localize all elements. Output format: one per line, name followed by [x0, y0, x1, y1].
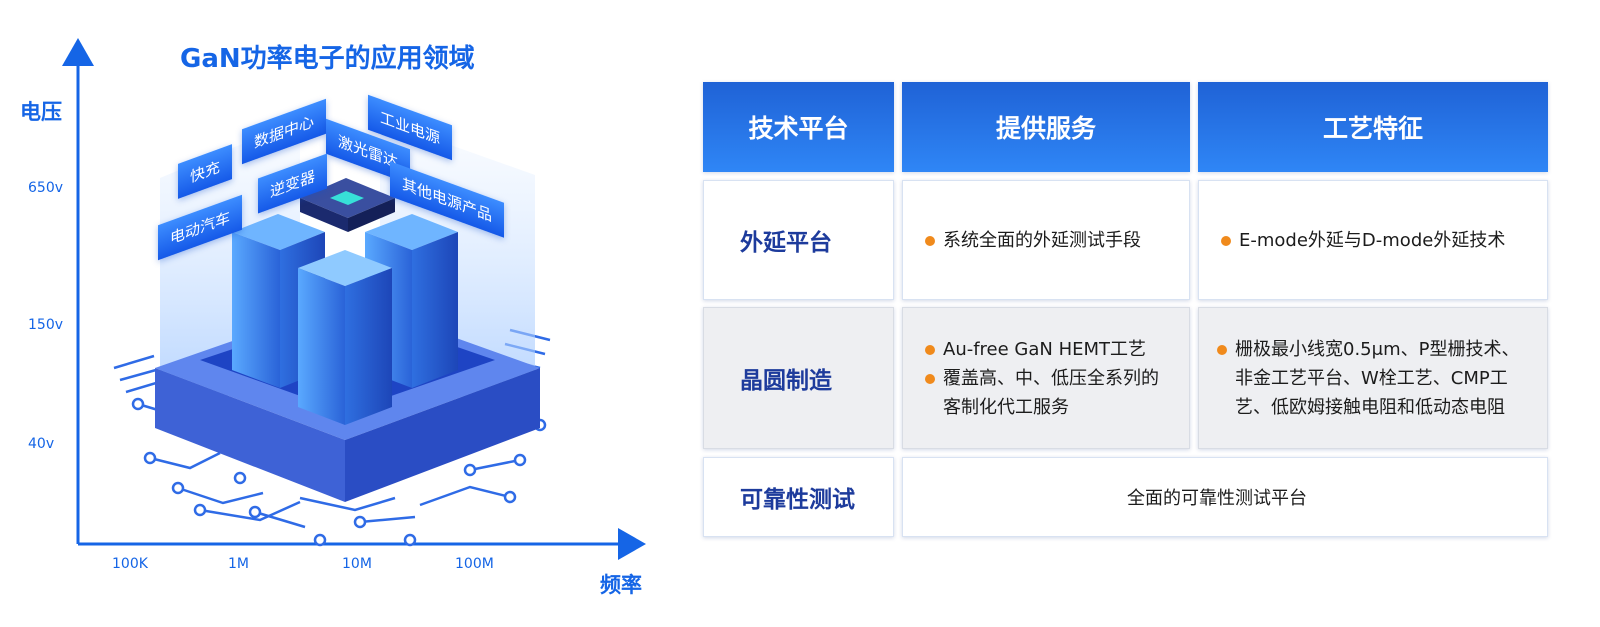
- bullet-item: 系统全面的外延测试手段: [925, 226, 1141, 255]
- x-axis-label: 频率: [600, 573, 642, 597]
- bullet-item: 栅极最小线宽0.5μm、P型栅技术、非金工艺平台、W栓工艺、CMP工艺、低欧姆接…: [1217, 335, 1535, 422]
- cell-wafer-service: Au-free GaN HEMT工艺 覆盖高、中、低压全系列的客制化代工服务: [902, 307, 1190, 449]
- x-tick-label: 10M: [342, 556, 372, 572]
- row-label-wafer: 晶圆制造: [703, 307, 894, 449]
- service-bullet-list: Au-free GaN HEMT工艺 覆盖高、中、低压全系列的客制化代工服务: [925, 335, 1173, 422]
- diagram-title: GaN功率电子的应用领域: [180, 44, 475, 74]
- x-tick-label: 1M: [228, 556, 249, 572]
- base-right: [345, 368, 540, 502]
- x-tick-label: 100K: [112, 556, 148, 572]
- header-service: 提供服务: [902, 82, 1190, 172]
- cell-epitaxy-feature: E-mode外延与D-mode外延技术: [1198, 180, 1548, 300]
- cell-wafer-feature: 栅极最小线宽0.5μm、P型栅技术、非金工艺平台、W栓工艺、CMP工艺、低欧姆接…: [1198, 307, 1548, 449]
- y-axis-arrow: [62, 38, 94, 66]
- y-axis-label: 电压: [20, 100, 62, 124]
- service-bullet-list: 系统全面的外延测试手段: [925, 226, 1141, 255]
- y-tick-label: 150v: [28, 317, 64, 333]
- axes-and-illustration: [62, 38, 646, 560]
- row-label-epitaxy: 外延平台: [703, 180, 894, 300]
- tower-center: [298, 250, 392, 425]
- bullet-item: Au-free GaN HEMT工艺: [925, 335, 1173, 364]
- application-diagram: GaN功率电子的应用领域 电压 频率 650v 150v 40v 100K 1M…: [0, 0, 680, 627]
- bullet-item: 覆盖高、中、低压全系列的客制化代工服务: [925, 364, 1173, 422]
- cell-epitaxy-service: 系统全面的外延测试手段: [902, 180, 1190, 300]
- bullet-item: E-mode外延与D-mode外延技术: [1221, 226, 1505, 255]
- cell-reliability-merged: 全面的可靠性测试平台: [902, 457, 1548, 537]
- header-feature: 工艺特征: [1198, 82, 1548, 172]
- feature-bullet-list: 栅极最小线宽0.5μm、P型栅技术、非金工艺平台、W栓工艺、CMP工艺、低欧姆接…: [1217, 335, 1535, 422]
- x-tick-label: 100M: [455, 556, 494, 572]
- base-left: [155, 368, 345, 502]
- y-tick-label: 40v: [28, 436, 55, 452]
- feature-bullet-list: E-mode外延与D-mode外延技术: [1221, 226, 1505, 255]
- header-platform: 技术平台: [703, 82, 894, 172]
- y-tick-label: 650v: [28, 180, 64, 196]
- row-label-reliability: 可靠性测试: [703, 457, 894, 537]
- x-axis-arrow: [618, 528, 646, 560]
